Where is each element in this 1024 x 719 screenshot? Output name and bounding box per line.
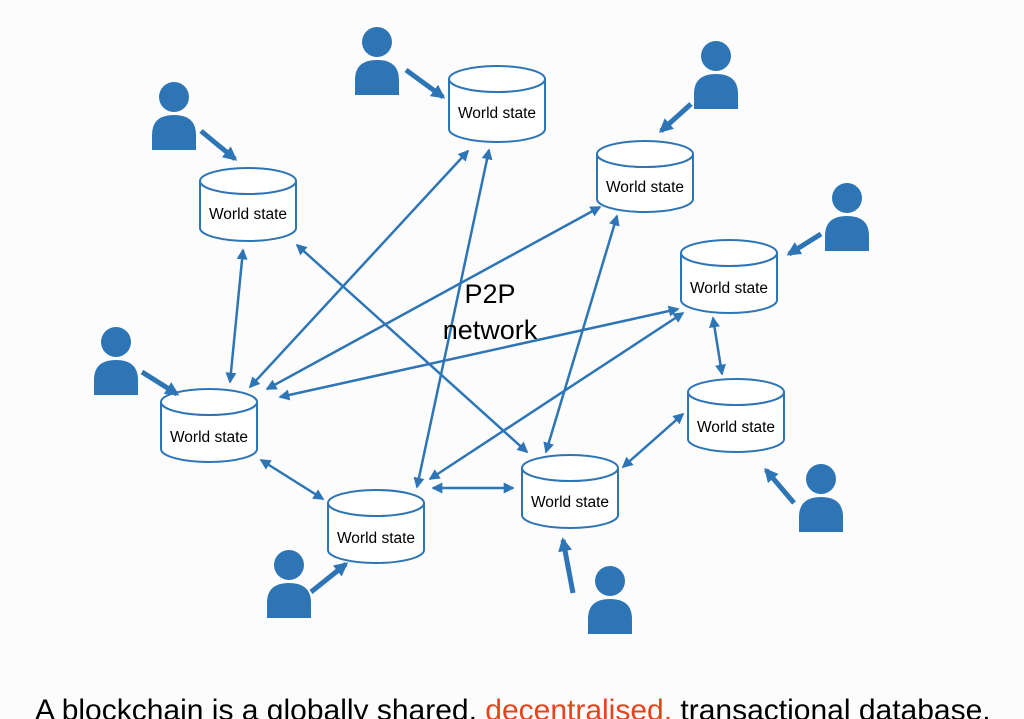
user-arrows	[140, 67, 823, 594]
node-label: World state	[531, 494, 609, 511]
center-label-line1: P2P	[464, 279, 515, 309]
database-icon-top	[327, 489, 425, 517]
user-arrow	[764, 467, 796, 505]
world-state-node: World state	[448, 65, 546, 143]
user-arrow	[786, 231, 823, 257]
edge-midright-lowerright	[709, 316, 726, 376]
caption-part2: transactional database.	[672, 694, 991, 719]
node-label: World state	[170, 429, 248, 446]
database-icon-top	[687, 378, 785, 406]
world-state-node: World state	[160, 388, 258, 463]
edge-lowerleft-topright	[265, 205, 602, 391]
database-icon-top	[199, 167, 297, 195]
database-icon-top	[160, 388, 258, 416]
world-state-node: World state	[521, 454, 619, 529]
world-state-node: World state	[596, 140, 694, 213]
user-arrow	[404, 67, 446, 100]
edge-lowerleft-bottomcenterleft	[259, 458, 325, 501]
edge-bottomcenter-lowerright	[621, 412, 685, 469]
caption: A blockchain is a globally shared, decen…	[35, 694, 991, 719]
user-arrow	[658, 102, 693, 133]
user-icon	[694, 41, 738, 109]
user-icon	[94, 327, 138, 395]
database-icon-top	[680, 239, 778, 267]
user-icon	[152, 82, 196, 150]
edge-upperleft-lowerleft	[225, 248, 248, 384]
node-label: World state	[690, 280, 768, 297]
user-icon	[355, 27, 399, 95]
world-state-node: World state	[327, 489, 425, 564]
edge-midright-bottomcenterleft	[428, 311, 685, 481]
node-label: World state	[337, 530, 415, 547]
user-arrow	[140, 369, 180, 397]
center-label-line2: network	[443, 315, 538, 345]
user-icon	[799, 464, 843, 532]
database-icon-top	[448, 65, 546, 93]
node-label: World state	[697, 419, 775, 436]
node-label: World state	[209, 206, 287, 223]
user-icon	[588, 566, 632, 634]
world-state-node: World state	[687, 378, 785, 453]
user-icon	[267, 550, 311, 618]
p2p-edges	[225, 148, 726, 501]
world-state-node: World state	[199, 167, 297, 242]
caption-highlight: decentralised,	[485, 694, 673, 719]
node-label: World state	[458, 105, 536, 122]
world-state-node: World state	[680, 239, 778, 314]
user-icon	[825, 183, 869, 251]
edge-topright-bottomcenter	[543, 214, 620, 454]
user-arrow	[558, 537, 576, 594]
edge-upperleft-bottomcenter	[295, 243, 529, 454]
user-arrow	[199, 129, 238, 161]
node-label: World state	[606, 179, 684, 196]
caption-part1: A blockchain is a globally shared,	[35, 694, 486, 719]
database-icon-top	[596, 140, 694, 168]
database-icon-top	[521, 454, 619, 482]
user-arrow	[309, 562, 349, 594]
center-label: P2P network	[443, 279, 538, 345]
